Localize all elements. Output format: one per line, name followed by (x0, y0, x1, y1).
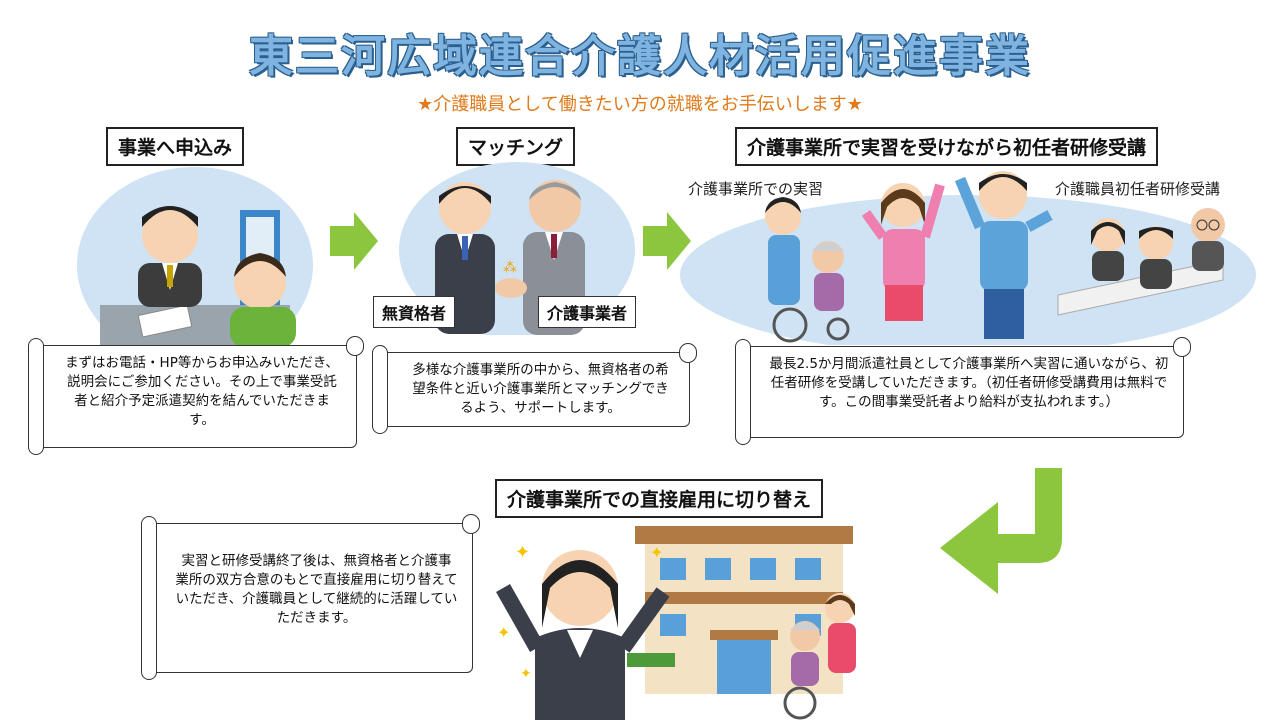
svg-text:⁂: ⁂ (503, 260, 517, 276)
step-employ-illustration: ✦ ✦ ✦ ✦ (495, 518, 880, 720)
caption-onsite-practice: 介護事業所での実習 (688, 180, 824, 198)
step-training-illustration (678, 165, 1258, 345)
svg-text:✦: ✦ (515, 542, 530, 563)
tag-unqualified: 無資格者 (373, 296, 456, 328)
page-subtitle: ★介護職員として働きたい方の就職をお手伝いします★ (417, 94, 863, 115)
step-training-text: 最長2.5か月間派遣社員として介護事業所へ実習に通いながら、初任者研修を受講して… (769, 356, 1169, 410)
step-matching-text: 多様な介護事業所の中から、無資格者の希望条件と近い介護事業所とマッチングできるよ… (412, 362, 669, 416)
svg-text:✦: ✦ (497, 623, 510, 642)
step-apply-text: まずはお電話・HP等からお申込みいただき、説明会にご参加ください。その上で事業受… (65, 355, 339, 428)
step-training-description: 最長2.5か月間派遣社員として介護事業所へ実習に通いながら、初任者研修を受講して… (735, 337, 1191, 445)
step-employ-label: 介護事業所での直接雇用に切り替え (495, 479, 824, 518)
step-employ-text: 実習と研修受講終了後は、無資格者と介護事業所の双方合意のもとで直接雇用に切り替え… (175, 553, 458, 626)
step-apply-label: 事業へ申込み (106, 127, 245, 166)
tag-care-provider: 介護事業者 (538, 296, 637, 328)
step-apply-description: まずはお電話・HP等からお申込みいただき、説明会にご参加ください。その上で事業受… (28, 336, 364, 455)
arrow-return-icon (940, 468, 1065, 596)
step-matching-description: 多様な介護事業所の中から、無資格者の希望条件と近い介護事業所とマッチングできるよ… (372, 343, 697, 434)
svg-text:✦: ✦ (520, 666, 532, 682)
caption-initial-training: 介護職員初任者研修受講 (1055, 180, 1221, 198)
step-apply-illustration (70, 165, 320, 365)
page-title: 東三河広域連合介護人材活用促進事業 (249, 31, 1031, 82)
step-matching-illustration: ⁂ (395, 160, 640, 335)
step-training-label: 介護事業所で実習を受けながら初任者研修受講 (735, 127, 1159, 166)
step-matching-label: マッチング (456, 127, 576, 166)
step-employ-description: 実習と研修受講終了後は、無資格者と介護事業所の双方合意のもとで直接雇用に切り替え… (141, 514, 480, 680)
arrow-right-icon (330, 212, 378, 270)
svg-text:✦: ✦ (650, 543, 663, 562)
arrow-right-icon (643, 212, 691, 270)
